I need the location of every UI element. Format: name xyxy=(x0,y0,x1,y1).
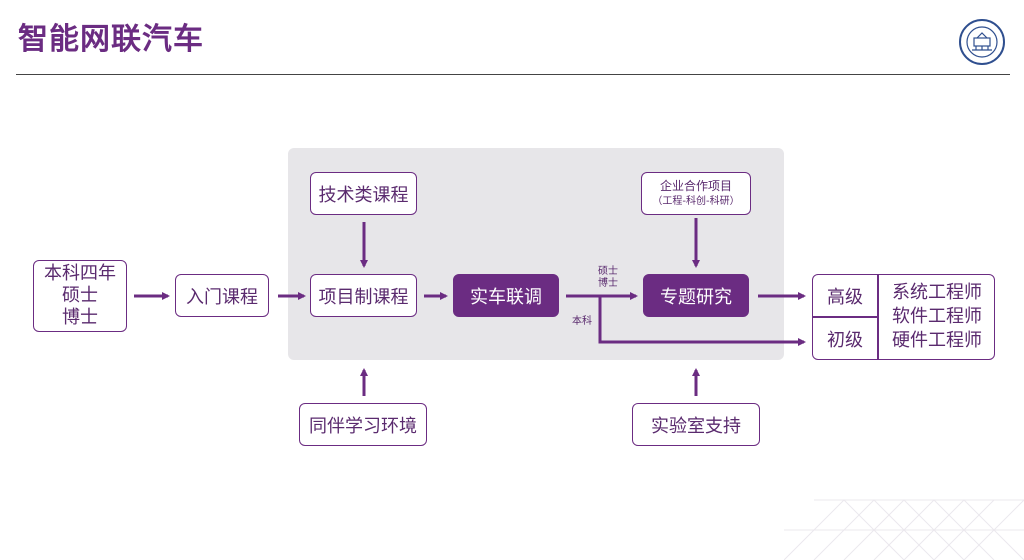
entry-line-1: 本科四年 xyxy=(44,263,116,284)
research-box: 专题研究 xyxy=(643,274,749,317)
page-title: 智能网联汽车 xyxy=(18,22,204,57)
project-course-box: 项目制课程 xyxy=(310,274,417,317)
role-hardware: 硬件工程师 xyxy=(892,330,982,351)
outcome-divider-horizontal xyxy=(813,316,877,318)
level-junior: 初级 xyxy=(827,329,863,351)
outcome-divider-vertical xyxy=(877,275,879,359)
undergrad-branch-label: 本科 xyxy=(572,316,592,327)
role-system: 系统工程师 xyxy=(892,282,982,303)
enterprise-line-1: 企业合作项目 xyxy=(659,178,732,193)
university-seal-icon xyxy=(959,19,1005,65)
lab-support-box: 实验室支持 xyxy=(632,403,760,446)
entry-box: 本科四年 硕士 博士 xyxy=(33,260,127,332)
tech-course-box: 技术类课程 xyxy=(310,172,417,215)
enterprise-line-2: （工程-科创-科研） xyxy=(652,195,740,207)
grad-label-1: 硕士 xyxy=(598,266,618,277)
intro-course-box: 入门课程 xyxy=(175,274,269,317)
entry-line-2: 硕士 xyxy=(62,285,98,306)
peer-learning-box: 同伴学习环境 xyxy=(299,403,427,446)
role-software: 软件工程师 xyxy=(892,306,982,327)
decorative-lattice-pattern xyxy=(784,499,1024,560)
outcome-box: 高级 初级 系统工程师 软件工程师 硬件工程师 xyxy=(812,274,995,360)
grad-branch-label: 硕士 博士 xyxy=(598,266,618,290)
role-list: 系统工程师 软件工程师 硬件工程师 xyxy=(879,281,995,353)
vehicle-debug-box: 实车联调 xyxy=(453,274,559,317)
entry-line-3: 博士 xyxy=(62,307,98,328)
title-divider xyxy=(16,74,1010,75)
arrow-undergrad-junior xyxy=(598,296,806,346)
grad-label-2: 博士 xyxy=(598,278,618,289)
enterprise-project-box: 企业合作项目 （工程-科创-科研） xyxy=(641,172,751,215)
level-senior: 高级 xyxy=(827,286,863,308)
